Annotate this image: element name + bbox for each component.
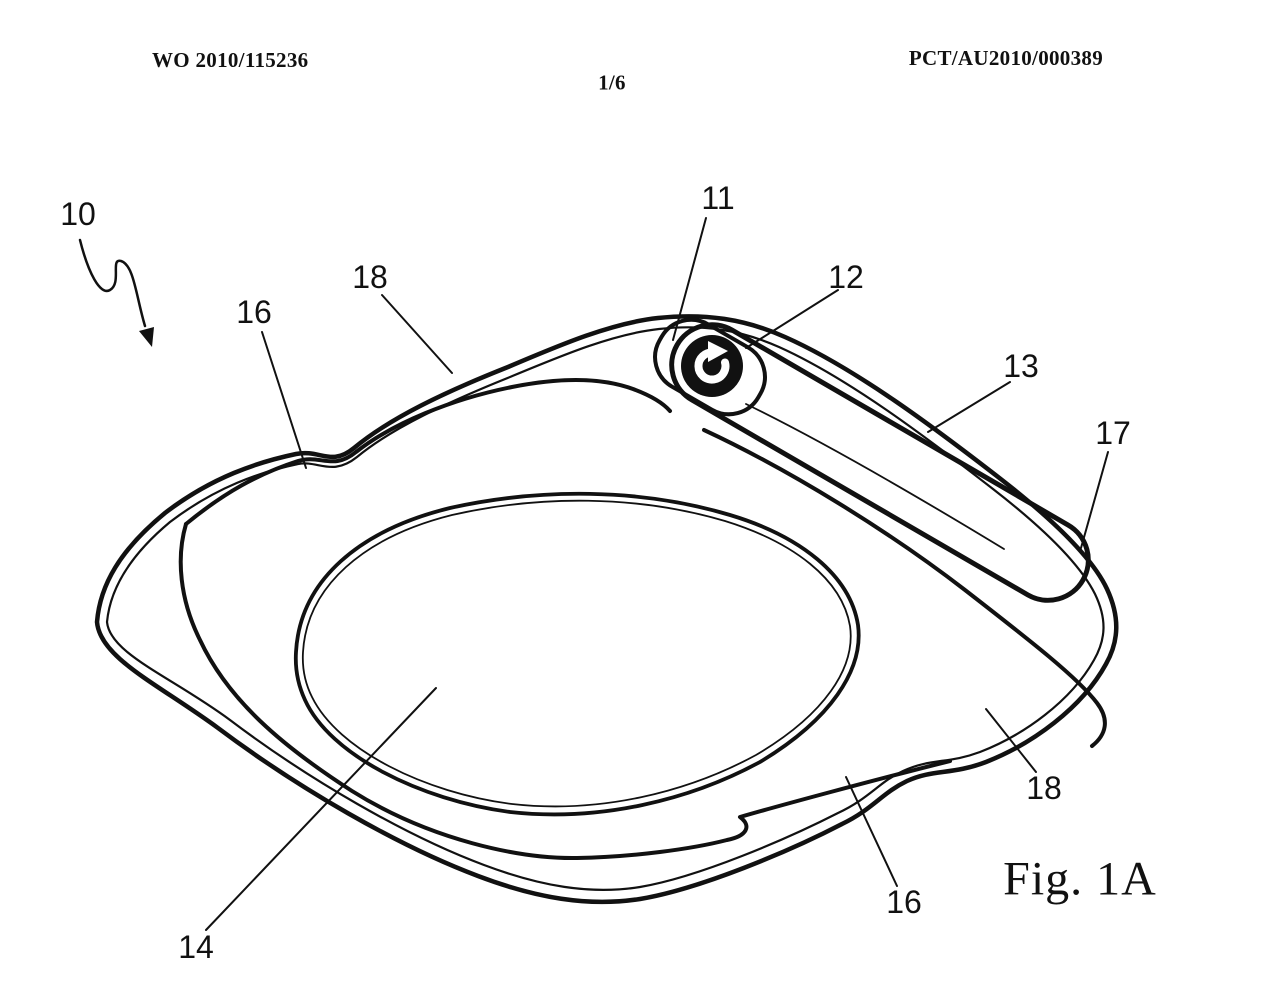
publication-number: WO 2010/115236: [152, 48, 309, 72]
ref-label-14: 14: [178, 929, 214, 965]
leader-line-16-upper: [261, 331, 307, 469]
slot-floor-line: [745, 403, 1005, 550]
leader-line-18-lower: [985, 708, 1037, 773]
step-contour-right: [702, 428, 1107, 748]
ref-label-18-lower: 18: [1026, 770, 1062, 806]
ref-label-10: 10: [60, 196, 96, 232]
leader-line-13: [927, 381, 1011, 433]
rotate-arrow-knob-icon: [681, 335, 743, 397]
leader-line-18-upper: [381, 294, 453, 374]
ref-label-16-upper: 16: [236, 294, 272, 330]
ref-label-11: 11: [701, 180, 735, 216]
ref-label-12: 12: [828, 259, 864, 295]
figure-caption: Fig. 1A: [1003, 852, 1157, 906]
tray-inner-rim: [105, 326, 1105, 891]
sheet-page-indicator: 1/6: [598, 70, 626, 95]
ref-label-13: 13: [1003, 348, 1039, 384]
leader-line-12: [745, 289, 839, 349]
ref-label-16-lower: 16: [886, 884, 922, 920]
leader-line-16-lower: [845, 776, 898, 887]
ref-label-17: 17: [1095, 415, 1131, 451]
plateau-contour-upper: [184, 378, 672, 526]
plateau-contour-lower: [178, 522, 952, 861]
central-recess-outer: [293, 491, 861, 817]
tray-outer-rim: [94, 314, 1119, 905]
leader-line-14: [205, 687, 437, 931]
application-number: PCT/AU2010/000389: [908, 46, 1103, 70]
slot-outline: [669, 322, 1091, 603]
knob-recess-outline: [653, 317, 767, 417]
central-recess-inner: [301, 499, 852, 808]
ref-label-18-upper: 18: [352, 259, 388, 295]
leader-line-11: [672, 217, 707, 341]
reference-arrow-10: [78, 238, 154, 347]
leader-line-17: [1080, 451, 1109, 549]
